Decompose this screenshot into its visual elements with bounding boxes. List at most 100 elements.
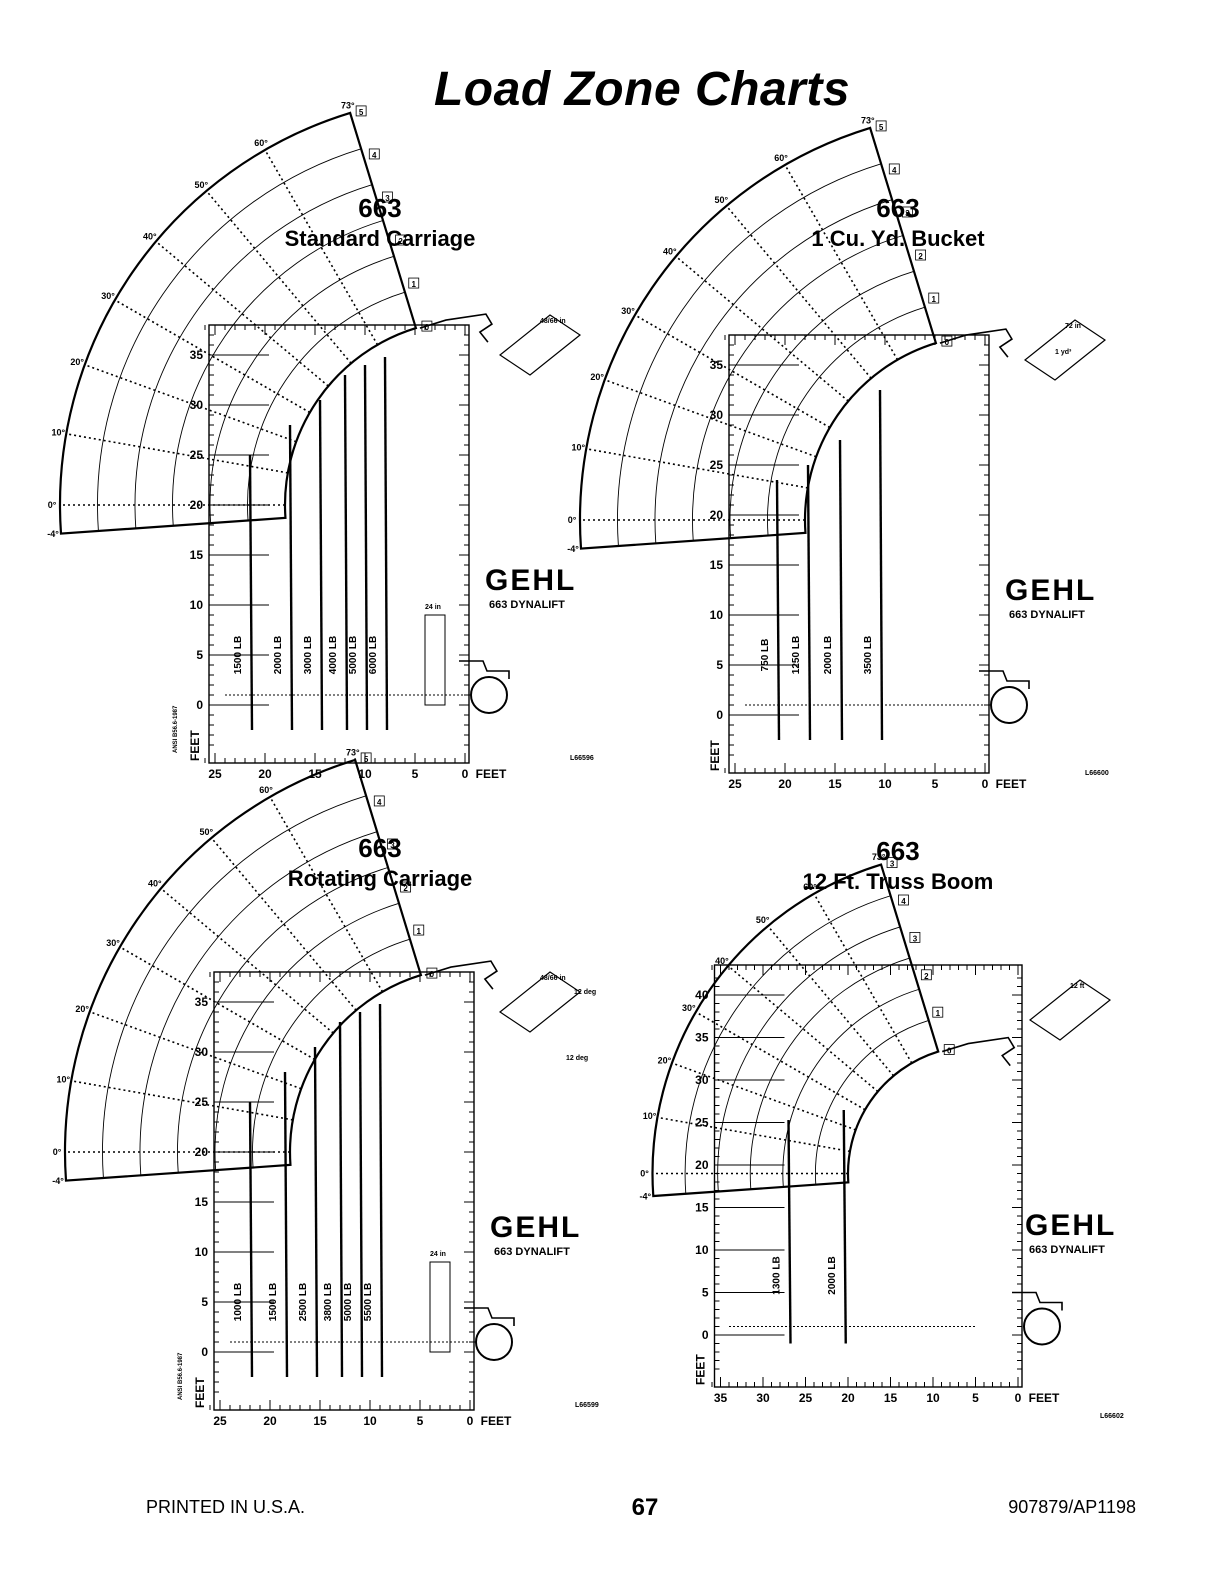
y-unit-label: FEET: [193, 1377, 207, 1408]
chart-heading: 663 1 Cu. Yd. Bucket: [618, 192, 1178, 254]
chart-attachment: Standard Carriage: [284, 226, 476, 251]
reference-code: L66602: [1100, 1413, 1124, 1420]
load-zone-line: [383, 356, 389, 731]
angle-label: 73°: [861, 115, 875, 125]
cab-outline-icon: [459, 660, 510, 679]
angle-label: 60°: [259, 785, 273, 795]
angle-label: -4°: [640, 1192, 652, 1202]
x-tick-label: 20: [263, 1414, 277, 1428]
angle-label: 60°: [803, 882, 817, 892]
x-tick-label: 10: [363, 1414, 377, 1428]
attachment-sketch-icon: [498, 971, 582, 1033]
extension-label: 2: [918, 252, 923, 261]
load-zone-label: 3000 LB: [303, 636, 314, 674]
chart-heading: 663 12 Ft. Truss Boom: [618, 835, 1178, 897]
x-tick-label: 0: [462, 767, 469, 781]
chart-model: 663: [876, 836, 920, 866]
extension-arc: [252, 938, 411, 1168]
product-name: 663 DYNALIFT: [1029, 1244, 1105, 1256]
load-zone-line: [878, 389, 884, 741]
page-title: Load Zone Charts: [433, 63, 851, 116]
x-tick-label: 5: [412, 767, 419, 781]
frame-dimension: 24 in: [425, 604, 441, 611]
x-tick-label: 15: [884, 1391, 898, 1405]
reference-code: L66599: [575, 1402, 599, 1409]
wheel-icon: [990, 686, 1028, 724]
y-tick-label: 5: [196, 648, 203, 662]
angle-label: 20°: [658, 1055, 672, 1065]
x-tick-label: 0: [467, 1414, 474, 1428]
x-unit-label: FEET: [1029, 1391, 1060, 1405]
y-tick-label: 0: [716, 708, 723, 722]
y-tick-label: 10: [190, 598, 204, 612]
boom-arm-icon: [424, 960, 498, 990]
load-zone-line: [288, 424, 294, 731]
extension-label: 0: [947, 1047, 952, 1056]
gehl-logo: GEHL: [1005, 574, 1096, 607]
y-tick-label: 15: [195, 1195, 209, 1209]
y-tick-label: 30: [695, 1073, 709, 1087]
extension-label: 1: [417, 927, 422, 936]
load-zone-line: [806, 464, 812, 741]
extension-box: [382, 191, 393, 203]
cab-outline-icon: [979, 670, 1030, 689]
angle-label: 30°: [621, 306, 635, 316]
chart-heading: 663 Standard Carriage: [100, 192, 660, 254]
cab-outline-icon: [1012, 1291, 1063, 1311]
extension-box: [915, 249, 926, 261]
chart-attachment: 12 Ft. Truss Boom: [802, 869, 994, 894]
angle-label: 20°: [70, 357, 84, 367]
load-zone-line: [313, 1046, 319, 1378]
attachment-dimension: 48/66 in: [540, 318, 566, 325]
load-zone-label: 6000 LB: [368, 636, 379, 674]
extension-box: [408, 277, 420, 289]
chart-attachment: 1 Cu. Yd. Bucket: [811, 226, 985, 251]
angle-label: 0°: [640, 1169, 649, 1179]
extension-arc: [177, 867, 389, 1173]
x-tick-label: 25: [213, 1414, 227, 1428]
angle-label: 50°: [715, 195, 729, 205]
y-tick-label: 20: [710, 508, 724, 522]
angle-label: 40°: [715, 956, 729, 966]
load-zone-label: 5000 LB: [348, 636, 359, 674]
y-tick-label: 15: [710, 558, 724, 572]
extension-box: [941, 335, 953, 347]
angle-label: 40°: [143, 231, 157, 241]
chart-frame: [713, 964, 1023, 1388]
load-zone-label: 2500 LB: [298, 1283, 309, 1321]
extension-arc: [684, 895, 891, 1194]
angle-label: 60°: [774, 153, 788, 163]
frame-dimension: 24 in: [430, 1251, 446, 1258]
extension-label: 3: [385, 194, 390, 203]
angle-label: 50°: [756, 915, 770, 925]
chart-frame: [728, 334, 990, 774]
extension-box: [355, 105, 367, 117]
angle-label: 0°: [53, 1147, 62, 1157]
angle-label: 10°: [643, 1111, 657, 1121]
attachment-sketch-icon: [1028, 979, 1112, 1041]
angle-label: 30°: [682, 1003, 696, 1013]
y-tick-label: 10: [710, 608, 724, 622]
x-tick-label: 5: [417, 1414, 424, 1428]
x-unit-label: FEET: [476, 767, 507, 781]
load-zone-label: 1500 LB: [233, 636, 244, 674]
extension-arc: [139, 831, 378, 1176]
y-tick-label: 15: [190, 548, 204, 562]
boom-envelope: [578, 126, 938, 550]
extension-label: 4: [892, 166, 897, 175]
extension-arc: [814, 1019, 929, 1185]
angle-label: 30°: [106, 938, 120, 948]
load-zone-label: 1000 LB: [233, 1283, 244, 1321]
load-zone-line: [378, 1003, 384, 1378]
boom-envelope: [63, 758, 423, 1182]
boom-envelope: [58, 111, 418, 535]
angle-label: 20°: [75, 1004, 89, 1014]
x-tick-label: 20: [778, 777, 792, 791]
x-tick-label: 10: [878, 777, 892, 791]
extension-box: [413, 924, 425, 936]
chart-panel-truss-boom: 663 12 Ft. Truss Boom: [618, 835, 1178, 897]
extension-label: 5: [879, 123, 884, 132]
extension-box: [360, 752, 372, 764]
load-zone-label: 2000 LB: [273, 636, 284, 674]
